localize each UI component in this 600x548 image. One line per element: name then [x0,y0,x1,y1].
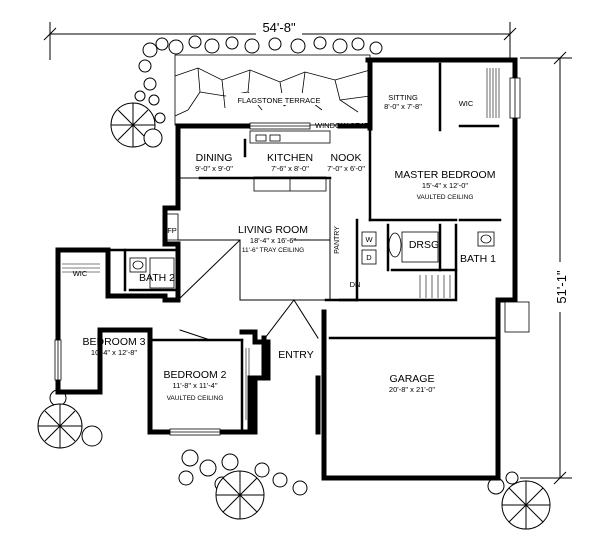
walls [55,57,518,481]
note-master-bedroom: VAULTED CEILING [417,194,474,201]
label-wic-master: WIC [459,99,474,108]
shrub-cluster-top [134,35,383,124]
label-wic-bed3: WIC [73,269,88,278]
flagstone-terrace [174,54,371,126]
label-dining: DINING [196,152,233,164]
label-pantry: PANTRY [334,226,341,254]
tree-bottom-left [37,403,103,449]
label-master-bedroom: MASTER BEDROOM [395,169,496,181]
label-dn: DN [350,280,361,289]
dim-master-bedroom: 15'-4" x 12'-0" [422,181,468,190]
label-fp: FP [167,226,177,235]
shrubs-right [487,471,519,495]
dim-bedroom3: 10'-4" x 12'-8" [91,348,137,357]
dim-dining: 9'-0" x 9'-0" [195,164,233,173]
label-dryer: D [366,253,372,262]
label-sitting: SITTING [388,93,418,102]
fixtures [62,68,500,420]
dim-kitchen: 7'-6" x 8'-0" [271,164,309,173]
label-garage: GARAGE [390,373,435,385]
dim-sitting: 8'-0" x 7'-8" [384,102,422,111]
label-flagstone-terrace: FLAGSTONE TERRACE [237,96,320,105]
label-nook: NOOK [331,152,362,164]
label-entry: ENTRY [278,349,313,361]
tree-bottom-center [215,470,265,520]
depth-label: 51'-1" [554,270,569,304]
label-bedroom2: BEDROOM 2 [163,369,226,381]
note-living-room: 11'-6" TRAY CEILING [242,247,304,254]
label-window-seat: WINDOW SEAT [315,121,369,130]
label-drsg: DRSG [409,239,439,251]
landscaping [37,35,551,530]
dim-living-room: 18'-4" x 16'-6" [250,236,296,245]
tree-left [110,102,163,148]
label-bath2: BATH 2 [139,272,175,284]
windows [54,77,530,436]
dim-bedroom2: 11'-8" x 11'-4" [172,381,217,390]
tree-bottom-right [501,480,551,530]
label-kitchen: KITCHEN [267,152,313,164]
label-living-room: LIVING ROOM [238,224,308,236]
label-bath1: BATH 1 [460,253,496,265]
label-washer: W [365,235,373,244]
note-bedroom2: VAULTED CEILING [167,395,224,402]
label-bedroom3: BEDROOM 3 [82,336,145,348]
dim-garage: 20'-8" x 21'-0" [389,385,435,394]
dim-nook: 7'-0" x 6'-0" [327,164,365,173]
width-label: 54'-8" [262,20,296,35]
